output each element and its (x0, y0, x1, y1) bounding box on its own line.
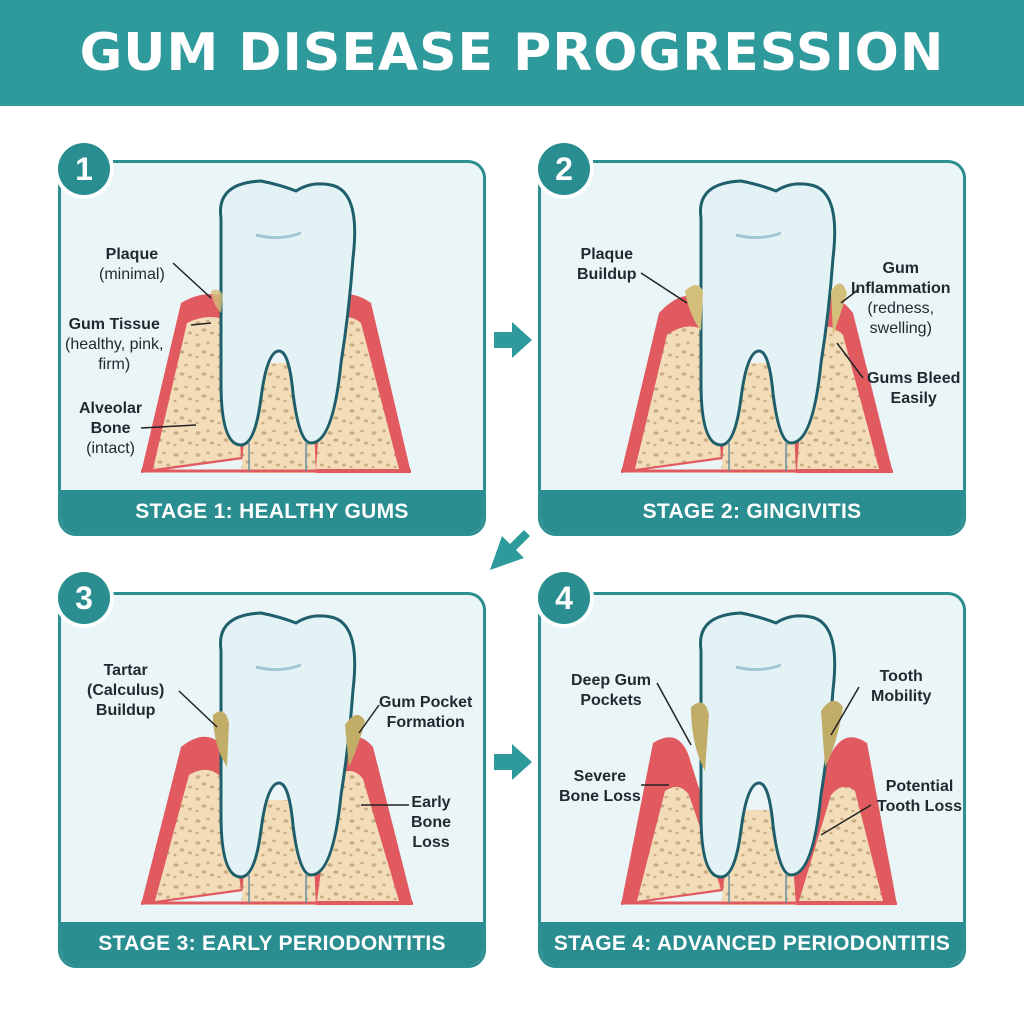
stage-3-panel: Tartar (Calculus) Buildup Gum Pocket For… (58, 592, 486, 968)
stage-2-illustration (621, 179, 893, 473)
stage-2-panel: Plaque Buildup Gum Inflammation (redness… (538, 160, 966, 536)
stage-4-caption: STAGE 4: ADVANCED PERIODONTITIS (541, 922, 963, 965)
stage-3-badge: 3 (58, 572, 110, 624)
stage-2-badge: 2 (538, 143, 590, 195)
label-plaque: Plaque (minimal) (99, 246, 165, 283)
stage-4-panel: Deep Gum Pockets Tooth Mobility Severe B… (538, 592, 966, 968)
stage-3-illustration (141, 611, 413, 905)
stage-3-caption: STAGE 3: EARLY PERIODONTITIS (61, 922, 483, 965)
stage-1-badge: 1 (58, 143, 110, 195)
label-potential-tooth-loss: Potential Tooth Loss (877, 778, 963, 815)
label-deep-gum-pockets: Deep Gum Pockets (571, 672, 652, 709)
label-gum-pocket: Gum Pocket Formation (379, 694, 473, 731)
page-title: GUM DISEASE PROGRESSION (79, 23, 945, 83)
stage-4-badge: 4 (538, 572, 590, 624)
arrow-down-left-icon (490, 530, 530, 570)
label-plaque-buildup: Plaque Buildup (577, 246, 637, 283)
label-tartar-buildup: Tartar (Calculus) Buildup (87, 662, 165, 719)
label-severe-bone-loss: Severe Bone Loss (559, 768, 641, 805)
label-early-bone-loss: Early Bone Loss (411, 794, 451, 851)
label-gums-bleed: Gums Bleed Easily (867, 370, 961, 407)
label-tooth-mobility: Tooth Mobility (871, 668, 932, 705)
stage-1-illustration (140, 179, 411, 473)
label-gum-tissue: Gum Tissue (healthy, pink, firm) (65, 316, 164, 373)
label-alveolar-bone: Alveolar Bone (intact) (79, 400, 143, 457)
stage-2-caption: STAGE 2: GINGIVITIS (541, 490, 963, 533)
arrow-right-icon (494, 322, 532, 358)
arrow-right-icon (494, 744, 532, 780)
stage-1-panel: Plaque (minimal) Gum Tissue (healthy, pi… (58, 160, 486, 536)
stage-4-illustration (621, 611, 897, 905)
title-banner: GUM DISEASE PROGRESSION (0, 0, 1024, 106)
label-gum-inflammation: Gum Inflammation (redness, swelling) (851, 260, 951, 337)
stage-1-caption: STAGE 1: HEALTHY GUMS (61, 490, 483, 533)
